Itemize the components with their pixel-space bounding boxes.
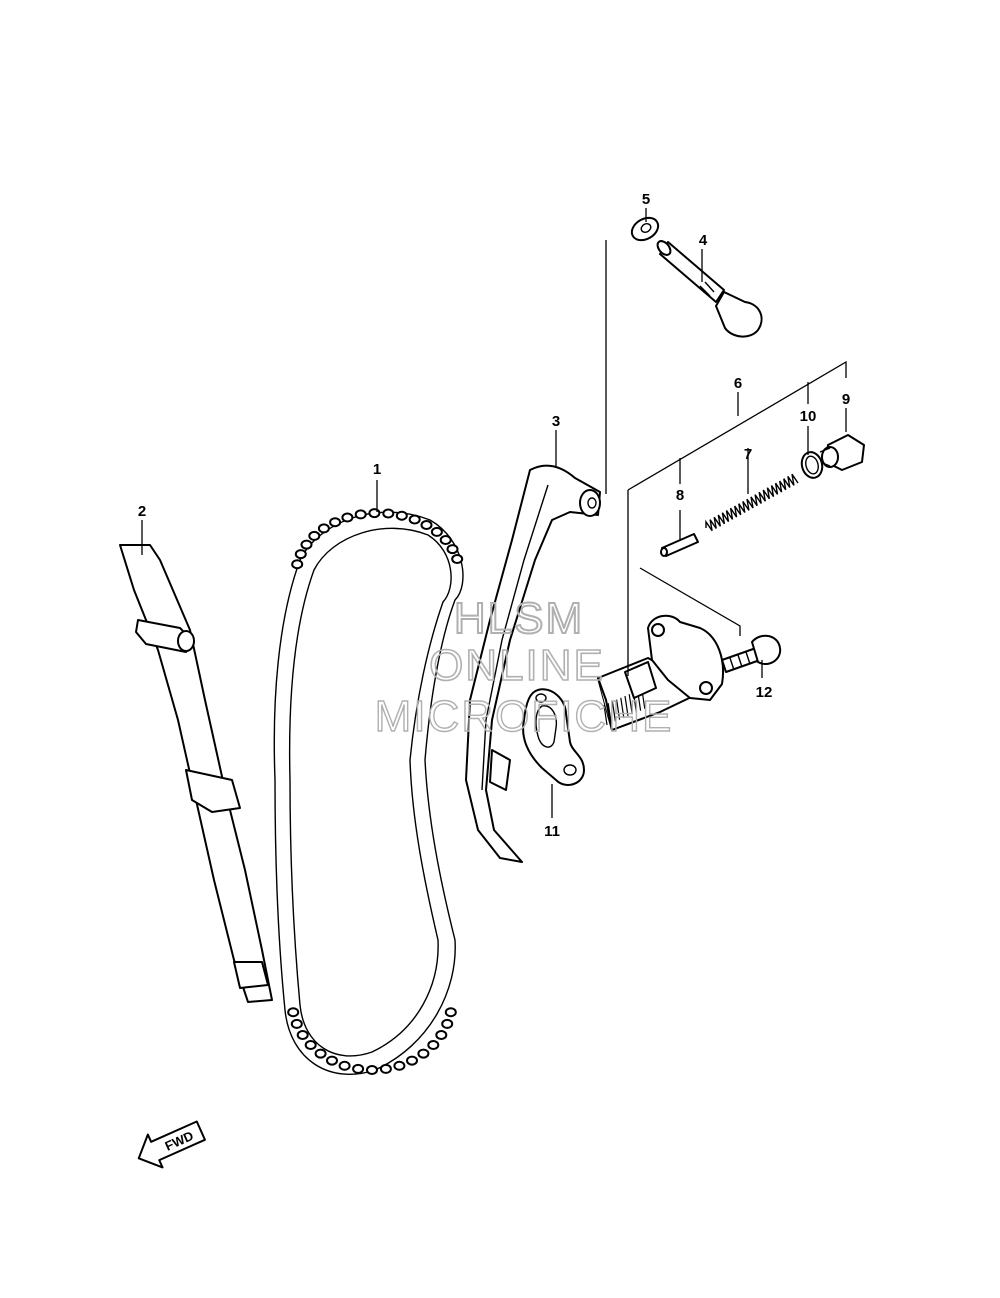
- part-5-washer[interactable]: [628, 213, 662, 244]
- chain-link: [379, 1063, 392, 1074]
- chain-link: [366, 1065, 378, 1075]
- callout-2: 2: [138, 503, 146, 520]
- chain-link: [393, 1060, 406, 1071]
- chain-link: [441, 1018, 454, 1029]
- ratchet-tooth: [611, 701, 616, 722]
- watermark-line-2: ONLINE: [429, 641, 605, 690]
- callout-11: 11: [544, 823, 560, 840]
- chain-link: [406, 1055, 418, 1066]
- ratchet-tooth: [616, 699, 621, 720]
- callout-5: 5: [642, 191, 650, 208]
- chain-link: [329, 517, 342, 528]
- chain-link: [294, 549, 307, 560]
- arrow-fwd-icon: [137, 1120, 206, 1169]
- ratchet-tooth: [624, 695, 629, 717]
- callout-8: 8: [676, 487, 684, 504]
- chain-link: [427, 1040, 440, 1050]
- part-12-bolt[interactable]: [721, 634, 782, 673]
- chain-link: [352, 1063, 365, 1074]
- chain-link: [430, 526, 443, 537]
- part-10-o-ring[interactable]: [799, 450, 825, 480]
- fwd-indicator: FWD: [137, 1120, 206, 1169]
- chain-link: [300, 539, 313, 550]
- chain-link: [382, 508, 395, 519]
- callout-10: 10: [800, 408, 817, 425]
- leader-lines: [141, 208, 847, 818]
- part-11-gasket[interactable]: [522, 688, 585, 786]
- chain-link: [317, 523, 330, 534]
- part-9-cap-bolt[interactable]: [819, 434, 865, 471]
- callout-4: 4: [699, 232, 708, 249]
- chain-link: [417, 1048, 430, 1059]
- watermark-line-3: MICROFICHE: [375, 692, 674, 741]
- chain-link: [420, 520, 433, 530]
- ratchet-tooth: [620, 697, 625, 718]
- chain-link: [338, 1060, 351, 1071]
- ratchet-tooth: [628, 694, 633, 715]
- chain-link: [304, 1040, 317, 1050]
- part-1-cam-chain[interactable]: [273, 508, 464, 1075]
- callout-7: 7: [744, 446, 752, 463]
- chain-link: [395, 510, 408, 521]
- part-4-bolt[interactable]: [655, 239, 763, 338]
- chain-link: [446, 544, 459, 555]
- callout-1: 1: [373, 461, 381, 478]
- chain-link: [291, 559, 304, 570]
- chain-link: [308, 530, 321, 541]
- part-3-tensioner-arm[interactable]: [465, 464, 601, 863]
- callout-3: 3: [552, 413, 560, 430]
- chain-link: [290, 1018, 303, 1029]
- chain-link: [326, 1055, 338, 1066]
- chain-link: [444, 1007, 457, 1018]
- chain-link: [354, 509, 367, 520]
- chain-link: [451, 554, 464, 564]
- chain-link: [368, 508, 381, 519]
- part-8-pin[interactable]: [660, 533, 699, 557]
- chain-link: [408, 514, 421, 525]
- chain-link: [341, 512, 354, 523]
- callout-9: 9: [842, 391, 850, 408]
- chain-link: [287, 1007, 300, 1018]
- watermark-line-1: HLSM: [454, 594, 584, 643]
- callouts: 1 2 3 4 5 6 7 8 9 10 11 12: [138, 191, 850, 840]
- part-2-chain-guide[interactable]: [119, 544, 273, 1003]
- chain-link: [296, 1030, 309, 1040]
- part-6-tensioner-body[interactable]: [597, 614, 724, 731]
- chain-link: [439, 535, 452, 545]
- chain-link: [435, 1030, 448, 1040]
- chain-links: [287, 508, 464, 1075]
- watermark: HLSM ONLINE MICROFICHE: [374, 593, 674, 742]
- ratchet-tooth: [607, 703, 612, 724]
- ratchet-tooth: [603, 704, 608, 726]
- chain-link: [314, 1048, 327, 1059]
- callout-12: 12: [756, 684, 773, 701]
- callout-6: 6: [734, 375, 742, 392]
- part-7-spring[interactable]: [705, 473, 799, 532]
